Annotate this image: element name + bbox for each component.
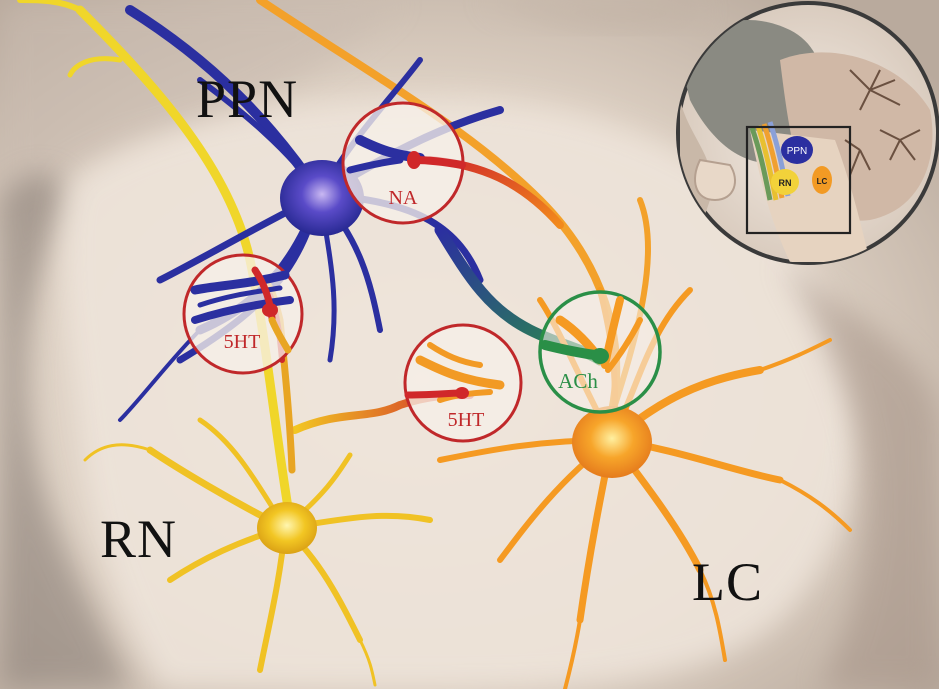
na-label: NA (389, 187, 418, 209)
rn-axon-tip (17, 0, 83, 13)
ppn-cell-body (280, 160, 364, 236)
synapse-ach (538, 290, 662, 414)
inset-ppn-node (781, 136, 813, 164)
inset-lc-node (812, 166, 832, 194)
inset-zoom-box (745, 125, 852, 235)
lc-label: LC (692, 552, 764, 612)
inset-rn-label: RN (779, 178, 792, 188)
5ht-left-label: 5HT (224, 331, 261, 353)
ppn-label: PPN (196, 69, 299, 129)
brain-tissue-top (480, 0, 700, 31)
inset-ppn-label: PPN (787, 146, 808, 157)
5ht-center-label: 5HT (448, 409, 485, 431)
brain-tissue-right (780, 260, 939, 689)
rn-axon-branch (67, 56, 123, 78)
synapse-na (341, 101, 466, 225)
synapse-5ht-center (403, 323, 523, 443)
ach-label: ACh (558, 369, 598, 393)
brain-tissue-dark-left (0, 173, 130, 689)
rn-label: RN (100, 509, 178, 569)
inset-brain-view (676, 1, 939, 265)
inset-lc-label: LC (817, 177, 828, 186)
rn-cell-body (257, 502, 317, 554)
synapse-5ht-left (182, 253, 304, 375)
inset-rn-node (771, 169, 799, 195)
lc-cell-body (572, 406, 652, 478)
